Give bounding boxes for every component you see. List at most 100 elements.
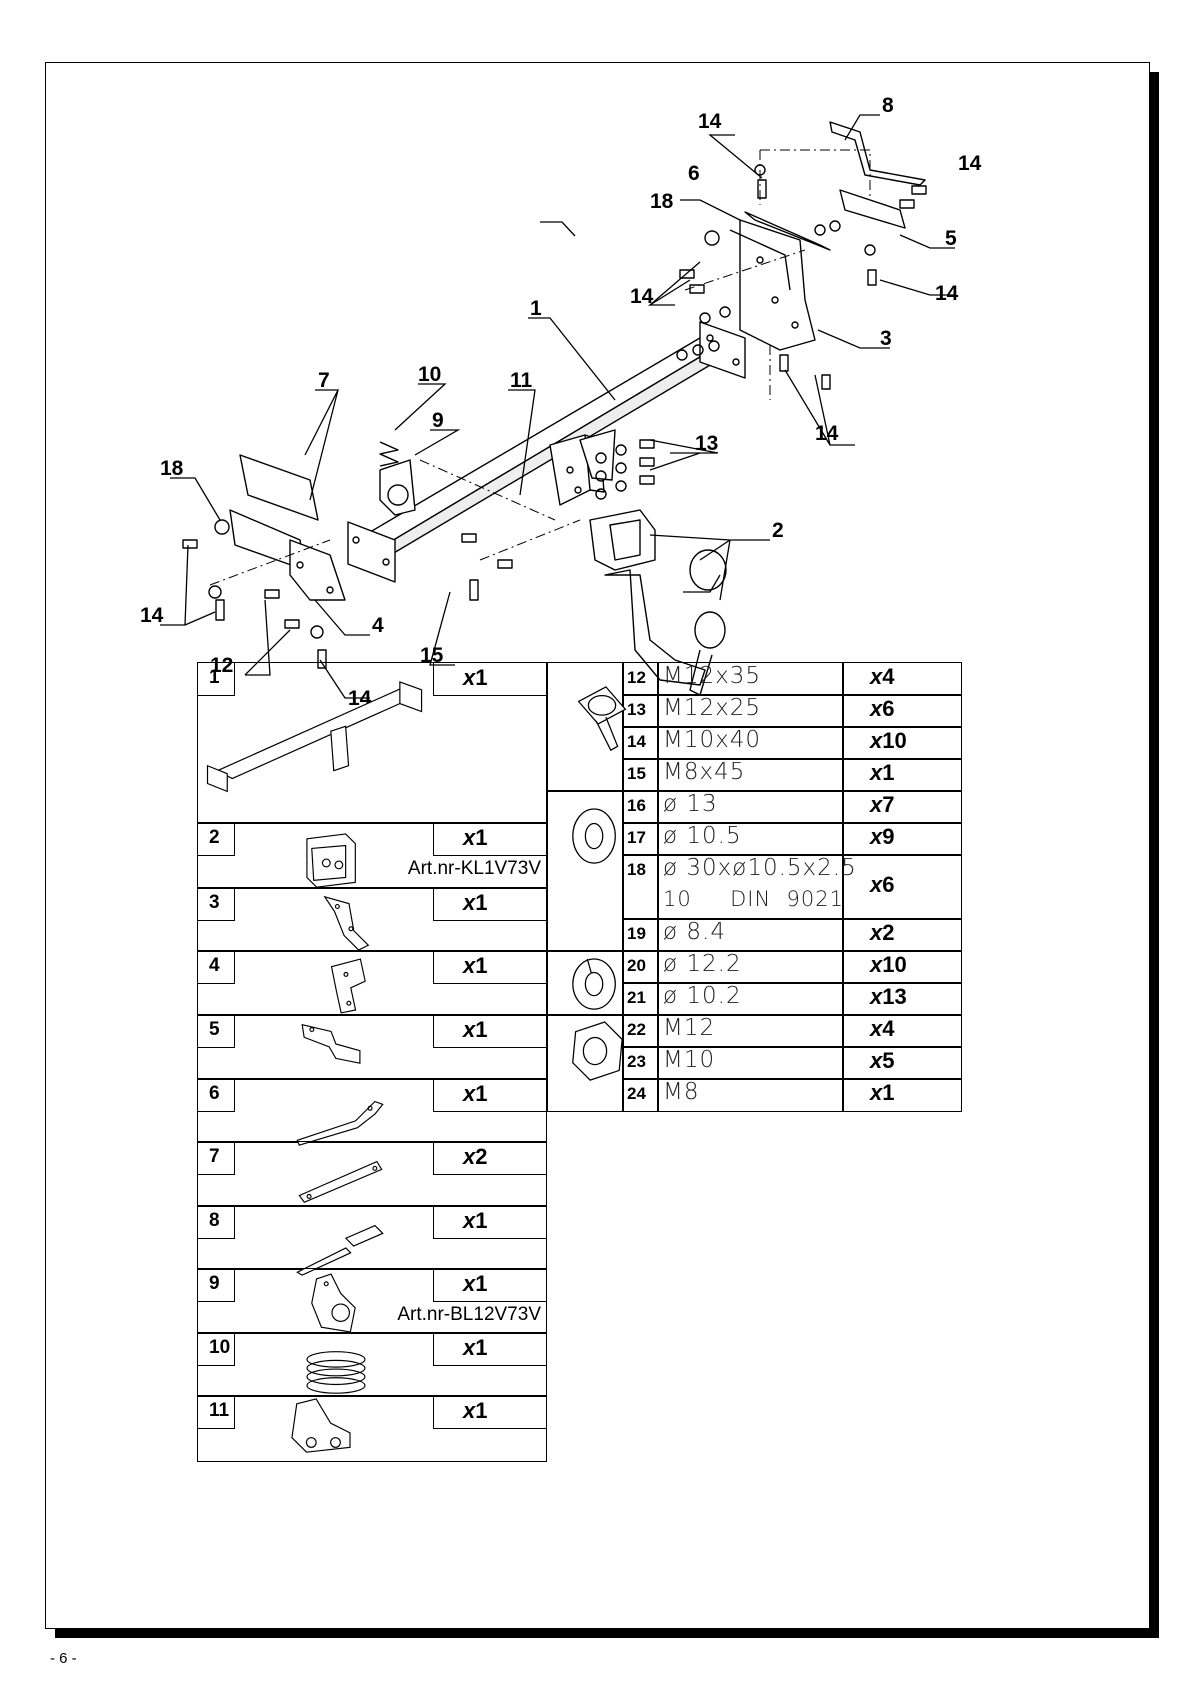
left-side-brackets [229,454,346,601]
quantity: x1 [463,1335,488,1361]
quantity-cell [843,790,962,824]
part-number-cell [197,1141,235,1175]
page-frame [45,62,1150,1629]
spec-text: M8x45 [663,759,746,785]
part-number: 14 [627,732,646,751]
part-6-illustration [296,1100,384,1146]
quantity-x: x [463,1271,476,1296]
quantity-x: x [870,696,883,721]
part-number: 19 [627,924,646,943]
quantity-x: x [870,664,883,689]
spec-cell [658,822,843,856]
quantity: x9 [870,824,895,850]
quantity: x1 [463,1208,488,1234]
quantity-cell [433,950,547,984]
callout-14-right: 14 [958,152,982,175]
washer-icon [572,808,616,864]
part-number: 21 [627,988,646,1007]
quantity-cell [843,854,962,920]
quantity: x1 [463,825,488,851]
quantity-cell [433,1078,547,1112]
quantity-count: 5 [882,1048,895,1073]
quantity-x: x [870,728,883,753]
quantity: x1 [463,1271,488,1297]
callout-14-lower: 14 [815,422,839,445]
part-number: 18 [627,860,646,879]
quantity-x: x [463,665,476,690]
bolt-icon [577,686,627,752]
part-number: 13 [627,700,646,719]
spec-cell [658,726,843,760]
quantity-x: x [870,952,883,977]
quantity-cell [843,694,962,728]
quantity-cell [433,822,547,856]
spec-cell [658,854,843,920]
callout-6: 6 [688,162,700,185]
part-number: 9 [209,1273,220,1294]
quantity: x10 [870,952,907,978]
quantity-cell [433,1205,547,1239]
quantity: x1 [463,665,488,691]
bolt-icon-cell [547,662,624,792]
callout-18-right: 18 [650,190,674,213]
quantity-cell [843,1046,962,1080]
part-number: 4 [209,955,220,976]
spec-cell [658,982,843,1016]
quantity: x1 [463,1398,488,1424]
part-10-illustration [306,1351,366,1394]
part-5-illustration [301,1023,361,1064]
top-right-brackets [829,121,926,229]
part-number: 11 [209,1400,230,1421]
callout-5: 5 [945,227,957,250]
part-number: 15 [627,764,646,783]
quantity-count: 1 [882,1080,895,1105]
quantity-count: 1 [475,1271,488,1296]
washer-icon-cell [547,790,624,952]
quantity: x1 [463,890,488,916]
callout-10: 10 [418,363,441,386]
part-2-illustration [306,833,356,888]
quantity-x: x [463,953,476,978]
right-side-brackets [729,211,831,351]
quantity-cell [843,950,962,984]
callout-leaders [160,114,955,699]
number-cell [622,662,658,696]
exploded-assembly-drawing: 1 2 3 4 5 6 7 8 9 10 11 12 13 14 14 14 1… [140,94,982,710]
spec-text: M12x35 [663,663,761,689]
part-11-illustration [291,1398,351,1453]
quantity-cell [843,918,962,952]
number-cell [622,1014,658,1048]
quantity-count: 1 [475,825,488,850]
article-number: Art.nr-KL1V73V [407,858,541,879]
quantity-cell [433,887,547,921]
quantity-cell [433,1268,547,1302]
quantity: x1 [463,1081,488,1107]
callout-14-left: 14 [140,604,164,627]
quantity-cell [843,758,962,792]
number-cell [622,1046,658,1080]
spec-cell [658,1046,843,1080]
quantity-count: 2 [475,1144,488,1169]
quantity-x: x [463,1144,476,1169]
quantity-count: 10 [882,728,907,753]
number-cell [622,950,658,984]
quantity-count: 1 [475,1208,488,1233]
spec-cell [658,918,843,952]
part-number-cell [197,950,235,984]
part-9-illustration [311,1273,356,1333]
part-number: 17 [627,828,646,847]
spec-text: ø 12.2 [663,951,742,977]
quantity-count: 13 [882,984,907,1009]
frame-shadow-bottom [55,1629,1159,1638]
quantity-x: x [463,1335,476,1360]
callout-14-left-upper: 14 [630,285,654,308]
quantity-cell [843,662,962,696]
part-1-illustration [206,681,423,793]
quantity-cell [433,1014,547,1048]
quantity: x6 [870,872,895,898]
part-number: 10 [209,1337,231,1358]
socket-plate-and-spring [379,441,416,516]
part-number: 3 [209,892,220,913]
row-outline [197,662,547,824]
quantity-count: 1 [475,1081,488,1106]
